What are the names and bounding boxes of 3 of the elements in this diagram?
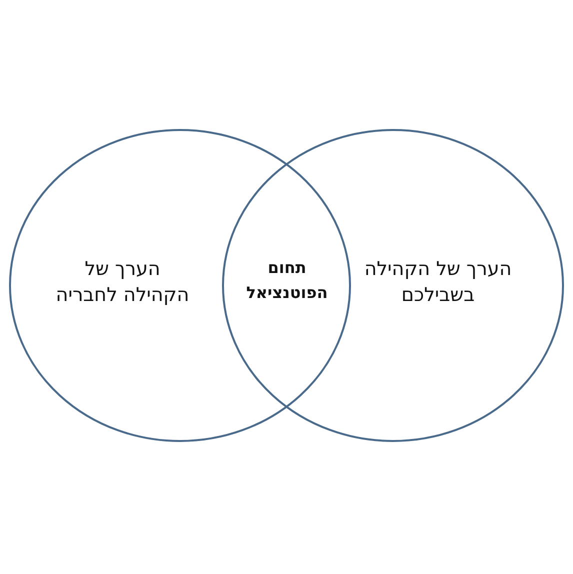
- circle-label: הערך של הקהילה בשבילכם: [363, 256, 513, 308]
- circle-label: הערך של הקהילה לחבריה: [55, 256, 190, 308]
- overlap-label: תחום הפוטנציאל: [245, 257, 329, 304]
